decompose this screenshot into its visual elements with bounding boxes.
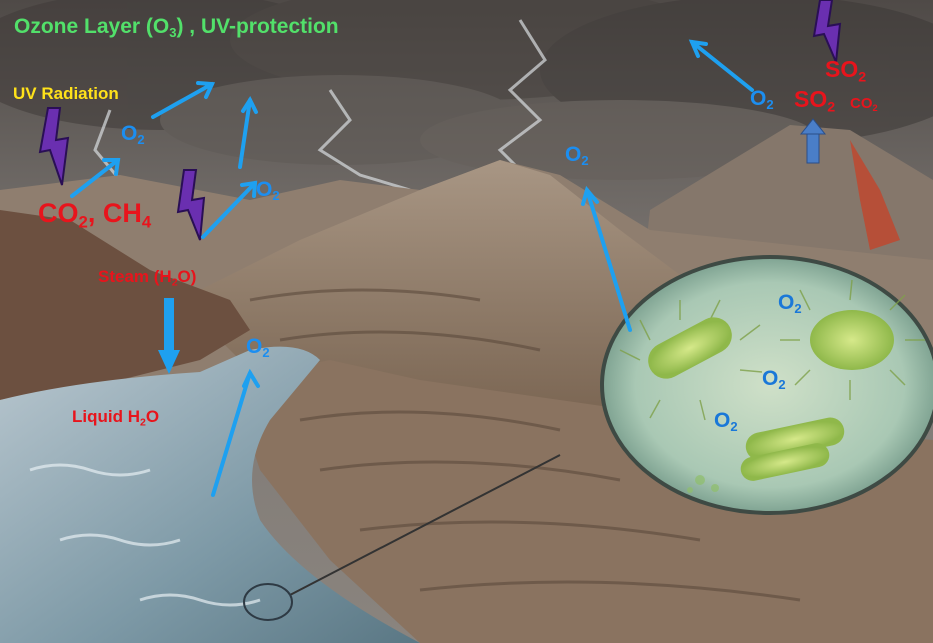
liquid-water-label: Liquid H2O — [72, 407, 160, 429]
steam-label: Steam (H2O) — [98, 267, 197, 289]
oxygen-label: O2 — [762, 367, 786, 393]
so2-label: SO2 — [794, 86, 836, 116]
arrow-icon — [158, 298, 180, 374]
oxygen-label: O2 — [778, 291, 802, 317]
co2-ch4-label: CO2, CH4 — [38, 198, 152, 232]
oxygen-label: O2 — [121, 122, 145, 148]
oxygen-label: O2 — [750, 87, 774, 113]
oxygen-label: O2 — [565, 143, 589, 169]
sky-lightning — [93, 19, 547, 192]
co2-label: CO2 — [850, 95, 878, 113]
lightning-bolt-icon — [812, 0, 842, 66]
water — [0, 346, 420, 643]
magnifier-ring — [243, 583, 293, 621]
ozone-layer-label: Ozone Layer (O3) , UV-protection — [14, 15, 339, 41]
arrow-icon — [70, 39, 754, 497]
so2-label: SO2 — [825, 56, 867, 86]
oxygen-label: O2 — [256, 178, 280, 204]
uv-radiation-label: UV Radiation — [13, 84, 119, 103]
water-waves — [29, 463, 261, 607]
oxygen-label: O2 — [246, 335, 270, 361]
microbe-inset — [600, 255, 933, 515]
oxygen-label: O2 — [714, 409, 738, 435]
left-cliff — [0, 210, 250, 400]
arrow-icon — [799, 118, 827, 164]
bacteria-icon — [740, 417, 845, 481]
bacteria-icon — [780, 279, 925, 400]
rock-strata — [249, 288, 801, 602]
lightning-bolt-icon — [176, 169, 206, 241]
bacteria-icon — [619, 299, 763, 421]
lightning-bolt-icon — [38, 107, 70, 186]
